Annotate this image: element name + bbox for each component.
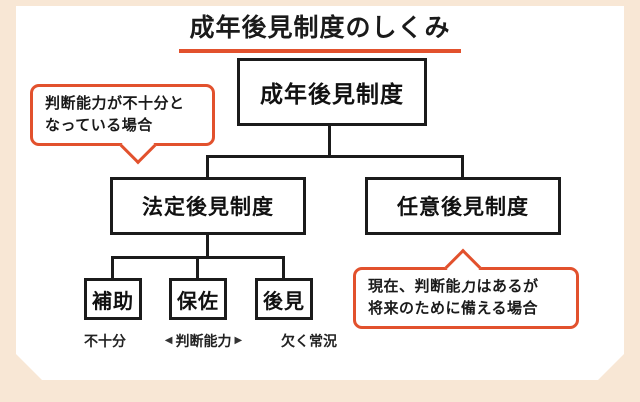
scale-left-label: 不十分 xyxy=(84,333,126,349)
callout-voluntary: 現在、判断能力はあるが 将来のために備える場合 xyxy=(353,248,579,329)
scale-right-label: 欠く常況 xyxy=(281,333,337,349)
connector-legal-drop xyxy=(206,157,209,178)
right-arrow-icon: ▶ xyxy=(234,334,243,346)
node-legal-guardianship: 法定後見制度 xyxy=(110,177,306,235)
node-root: 成年後見制度 xyxy=(237,58,427,126)
node-type-hojo: 補助 xyxy=(84,278,142,320)
connector-hosa-drop xyxy=(196,258,199,278)
left-arrow-icon: ◀ xyxy=(164,334,173,346)
connector-branch-horizontal xyxy=(206,155,464,158)
callout-voluntary-line2: 将来のために備える場合 xyxy=(368,299,539,317)
callout-voluntary-line1: 現在、判断能力はあるが xyxy=(368,278,539,295)
scale-center-label: 判断能力 xyxy=(175,333,232,349)
connector-types-horizontal xyxy=(111,256,285,259)
page-title: 成年後見制度のしくみ xyxy=(179,8,461,53)
node-type-koken: 後見 xyxy=(255,278,313,320)
node-type-hosa: 保佐 xyxy=(169,278,227,320)
node-voluntary-guardianship: 任意後見制度 xyxy=(365,177,561,235)
callout-legal-line1: 判断能力が不十分と xyxy=(45,95,185,112)
connector-voluntary-drop xyxy=(461,157,464,178)
callout-legal: 判断能力が不十分と なっている場合 xyxy=(30,84,215,164)
connector-hojo-drop xyxy=(111,258,114,278)
connector-koken-drop xyxy=(282,258,285,278)
scale-center: ◀ 判断能力 ▶ xyxy=(162,331,245,351)
capacity-scale: 不十分 ◀ 判断能力 ▶ 欠く常況 xyxy=(84,331,337,351)
connector-legal-stem xyxy=(206,235,209,258)
page-title-wrap: 成年後見制度のしくみ xyxy=(0,8,640,53)
connector-root-stem xyxy=(328,126,331,156)
callout-legal-line2: なっている場合 xyxy=(45,116,153,134)
